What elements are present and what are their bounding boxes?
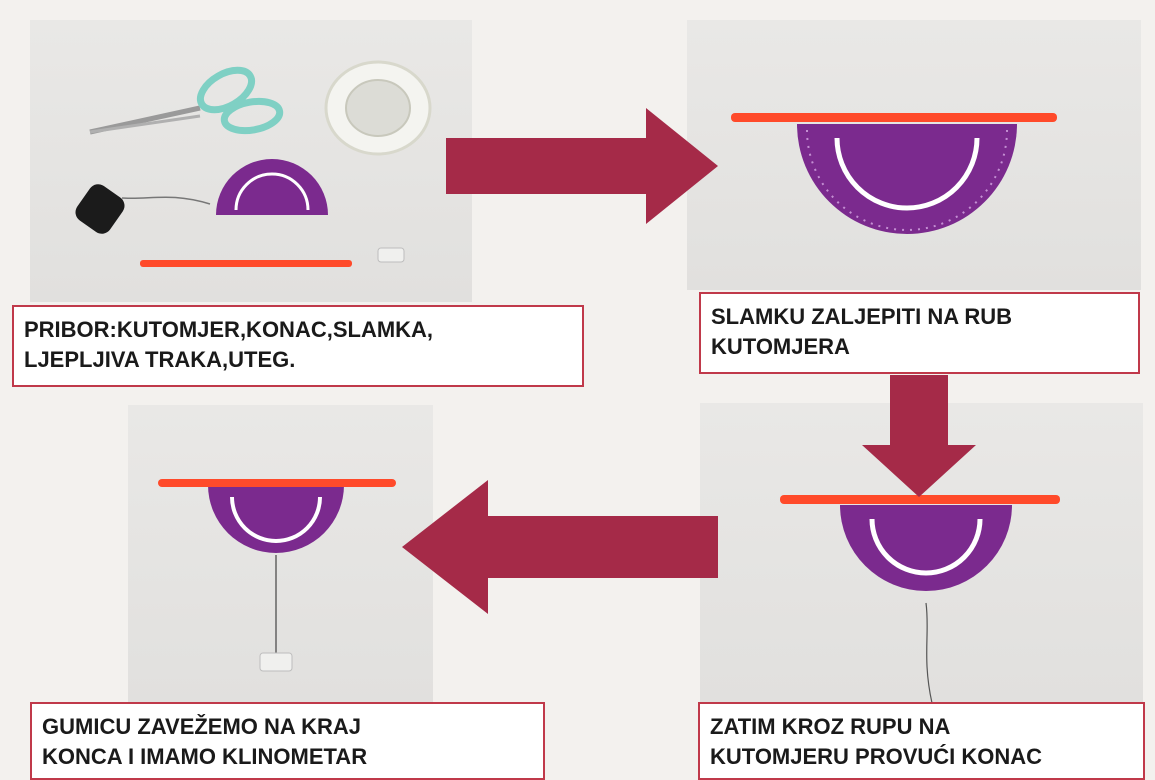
straw-icon (780, 495, 1060, 504)
caption-step-3: ZATIM KROZ RUPU NA KUTOMJERU PROVUĆI KON… (698, 702, 1145, 780)
scissors-icon (89, 66, 284, 135)
straw-icon (731, 113, 1057, 122)
photo-materials (30, 20, 472, 302)
eraser-weight-icon (259, 652, 293, 672)
protractor-icon (840, 505, 1012, 591)
eraser-weight-icon (377, 247, 405, 263)
straw-icon (140, 260, 352, 267)
protractor-icon (797, 124, 1017, 234)
tape-roll-icon (324, 60, 432, 156)
caption-step-1: PRIBOR:KUTOMJER,KONAC,SLAMKA, LJEPLJIVA … (12, 305, 584, 387)
arrow-down (862, 375, 976, 497)
caption-step-2: SLAMKU ZALJEPITI NA RUB KUTOMJERA (699, 292, 1140, 374)
thread-icon (925, 602, 933, 703)
caption-step-4: GUMICU ZAVEŽEMO NA KRAJ KONCA I IMAMO KL… (30, 702, 545, 780)
photo-clinometer (128, 405, 433, 705)
arrow-left (402, 480, 718, 614)
photo-straw-taped (687, 20, 1141, 290)
thread-spool-icon (75, 184, 211, 234)
protractor-icon (208, 485, 344, 553)
straw-icon (158, 479, 396, 487)
protractor-icon (216, 159, 328, 215)
arrow-right (446, 108, 718, 224)
